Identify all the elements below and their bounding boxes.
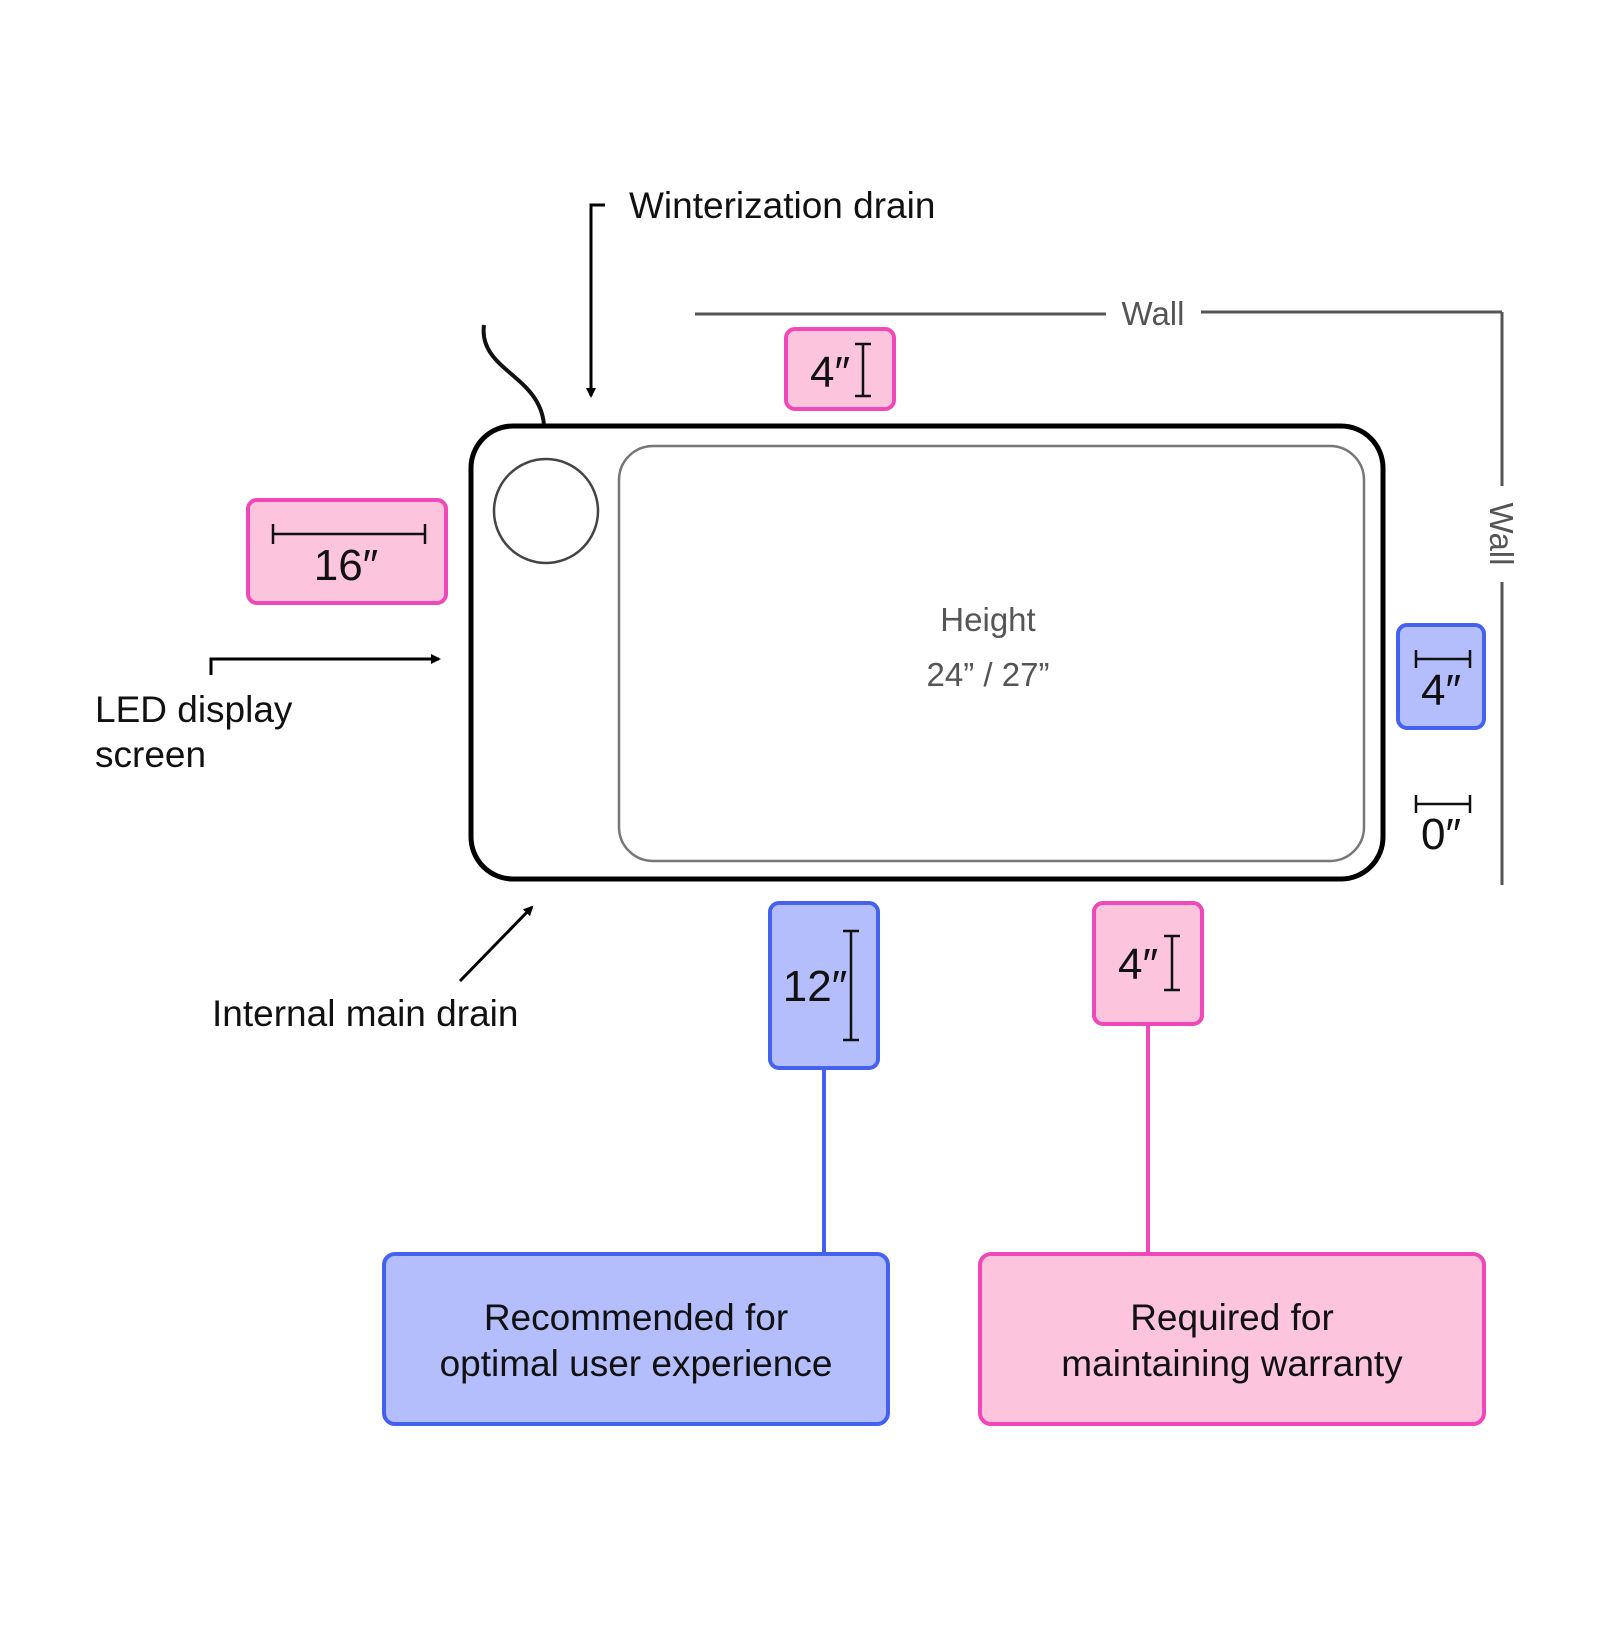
clearance-top-4: 4″ (784, 327, 896, 411)
legend-required-line2: maintaining warranty (1061, 1343, 1403, 1384)
legend-recommended-line2: optimal user experience (440, 1343, 833, 1384)
internal-drain-arrow (458, 905, 534, 983)
winterization-arrow (586, 203, 605, 398)
clearance-bottom-blue-value: 12″ (783, 962, 848, 1011)
height-value: 24” / 27” (927, 656, 1050, 693)
led-display-label-line2: screen (95, 734, 206, 775)
clearance-right-4: 4″ (1396, 623, 1486, 730)
wall-lines (695, 310, 1504, 885)
legend-required-line1: Required for (1130, 1297, 1334, 1338)
clearance-top-value: 4″ (810, 348, 850, 397)
internal-main-drain-label: Internal main drain (212, 993, 518, 1034)
height-title: Height (940, 601, 1035, 638)
led-display-label-line1: LED display (95, 689, 293, 730)
tub-basin (617, 444, 1366, 863)
drain-cord (481, 324, 546, 426)
led-display-arrow (209, 654, 441, 675)
legend-required: Required for maintaining warranty (978, 1252, 1486, 1426)
clearance-right-zero-value: 0″ (1421, 810, 1461, 859)
legend-recommended-line1: Recommended for (484, 1297, 788, 1338)
led-display-circle (492, 457, 600, 565)
legend-recommended: Recommended for optimal user experience (382, 1252, 890, 1426)
clearance-left-16: 16″ (246, 498, 448, 605)
clearance-left-value: 16″ (314, 541, 379, 590)
clearance-right-0: 0″ (1414, 795, 1472, 859)
clearance-bottom-4: 4″ (1092, 901, 1204, 1026)
wall-top-label: Wall (1122, 295, 1185, 332)
winterization-drain-label: Winterization drain (629, 185, 935, 226)
clearance-bottom-pink-value: 4″ (1118, 940, 1158, 989)
wall-right-label: Wall (1483, 503, 1520, 566)
clearance-right-value: 4″ (1421, 666, 1461, 715)
clearance-bottom-12: 12″ (768, 901, 880, 1070)
